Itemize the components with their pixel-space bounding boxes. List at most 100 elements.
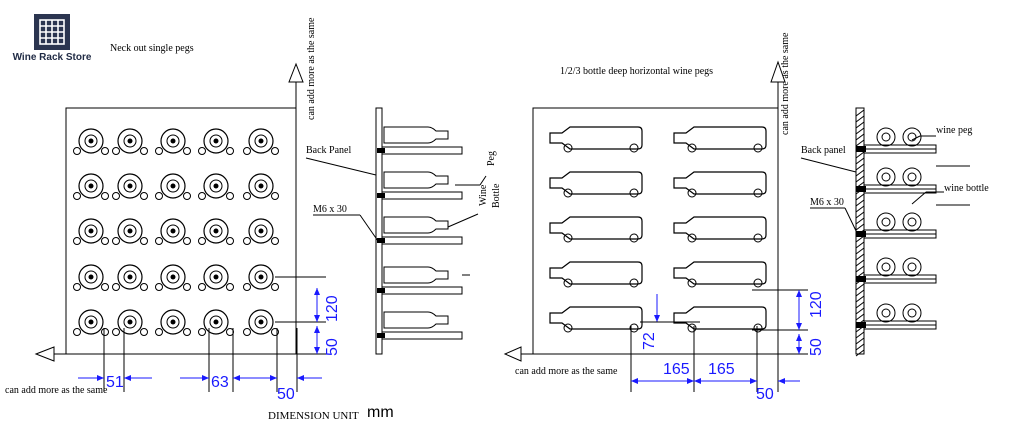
bottle-side [383, 266, 449, 284]
hatch [855, 265, 865, 273]
mount-hole [183, 328, 191, 336]
hatch [855, 163, 865, 171]
neck-peg-inner [254, 134, 268, 148]
peg-hole [563, 323, 573, 333]
neck-peg-center [213, 274, 219, 280]
peg-hole [563, 188, 573, 198]
mount-hole [226, 283, 234, 291]
peg-hole [687, 143, 697, 153]
mount-hole [271, 283, 279, 291]
hatch [855, 247, 865, 255]
neck-peg-ring [78, 173, 104, 199]
hatch [855, 115, 865, 123]
hatch [855, 211, 865, 219]
bottle-end-inner [907, 132, 917, 142]
neck-peg-ring [78, 218, 104, 244]
neck-peg-ring [160, 173, 186, 199]
mount-hole [243, 237, 251, 245]
left-side-margin-dim: 50 [277, 386, 295, 403]
hatch [855, 139, 865, 147]
neck-peg-ring [160, 218, 186, 244]
right-left-arrow-icon [503, 346, 522, 362]
neck-peg-ring [117, 173, 143, 199]
neck-peg-inner [84, 134, 98, 148]
peg-hole [629, 143, 639, 153]
neck-peg-inner [254, 179, 268, 193]
mount-hole [112, 147, 120, 155]
neck-peg-center [170, 274, 176, 280]
left-col-spacing-a-dim: 51 [106, 374, 124, 391]
mount-hole [183, 237, 191, 245]
neck-peg-ring [203, 264, 229, 290]
screw-head [377, 333, 385, 338]
screw-head [856, 186, 866, 192]
bottle-leader [447, 213, 479, 228]
left-bottle-label-1: Wine [478, 184, 489, 206]
horizontal-bottle [549, 216, 643, 240]
bottle-end-inner [881, 132, 891, 142]
neck-peg-inner [166, 179, 180, 193]
mount-hole [226, 328, 234, 336]
arrow-head [97, 375, 104, 381]
hatch [855, 349, 865, 357]
mount-hole [243, 192, 251, 200]
right-bottle-label: wine bottle [944, 183, 989, 194]
horizontal-bottle [549, 171, 643, 195]
arrow-head [297, 375, 304, 381]
hatch [855, 217, 865, 225]
neck-peg-inner [254, 270, 268, 284]
mount-hole [183, 283, 191, 291]
neck-peg-center [258, 274, 264, 280]
mount-hole [101, 147, 109, 155]
neck-peg-center [88, 228, 94, 234]
left-left-arrow-icon [34, 346, 55, 362]
bottle-end [876, 257, 896, 277]
mount-hole [73, 283, 81, 291]
mount-hole [73, 328, 81, 336]
hatch [855, 313, 865, 321]
neck-peg-center [213, 183, 219, 189]
bottle-end-inner [907, 262, 917, 272]
screw-head [856, 322, 866, 328]
hatch [855, 175, 865, 183]
dimension-unit-value: mm [367, 404, 394, 421]
bottle-end-inner [881, 217, 891, 227]
mount-hole [112, 283, 120, 291]
screw-leader [844, 207, 859, 236]
left-side-label: can add more as the same [306, 17, 317, 120]
mount-hole [226, 192, 234, 200]
screw-head [377, 288, 385, 293]
hatch [855, 169, 865, 177]
neck-peg-center [127, 228, 133, 234]
left-peg-label: Peg [486, 151, 497, 166]
neck-peg-center [213, 138, 219, 144]
left-title: Neck out single pegs [110, 43, 194, 54]
neck-peg-center [127, 274, 133, 280]
mount-hole [183, 192, 191, 200]
hatch [855, 193, 865, 201]
peg-hole [629, 233, 639, 243]
peg-side [381, 191, 463, 200]
bottle-side [383, 311, 449, 329]
logo-icon [34, 14, 70, 50]
bottle-side [383, 216, 449, 234]
mount-hole [243, 147, 251, 155]
neck-peg-inner [123, 270, 137, 284]
horizontal-bottle [549, 261, 643, 285]
neck-peg-ring [248, 173, 274, 199]
peg-hole [687, 233, 697, 243]
left-back-panel-label: Back Panel [306, 145, 352, 156]
right-peg-label: wine peg [936, 125, 973, 136]
mount-hole [101, 328, 109, 336]
mount-hole [271, 192, 279, 200]
hatch [855, 295, 865, 303]
horizontal-bottle [673, 171, 767, 195]
neck-peg-center [88, 183, 94, 189]
neck-peg-inner [209, 179, 223, 193]
arrow-head [202, 375, 209, 381]
neck-peg-inner [123, 134, 137, 148]
bottle-end [902, 167, 922, 187]
right-col-spacing-b-dim: 165 [708, 361, 735, 378]
mount-hole [155, 192, 163, 200]
